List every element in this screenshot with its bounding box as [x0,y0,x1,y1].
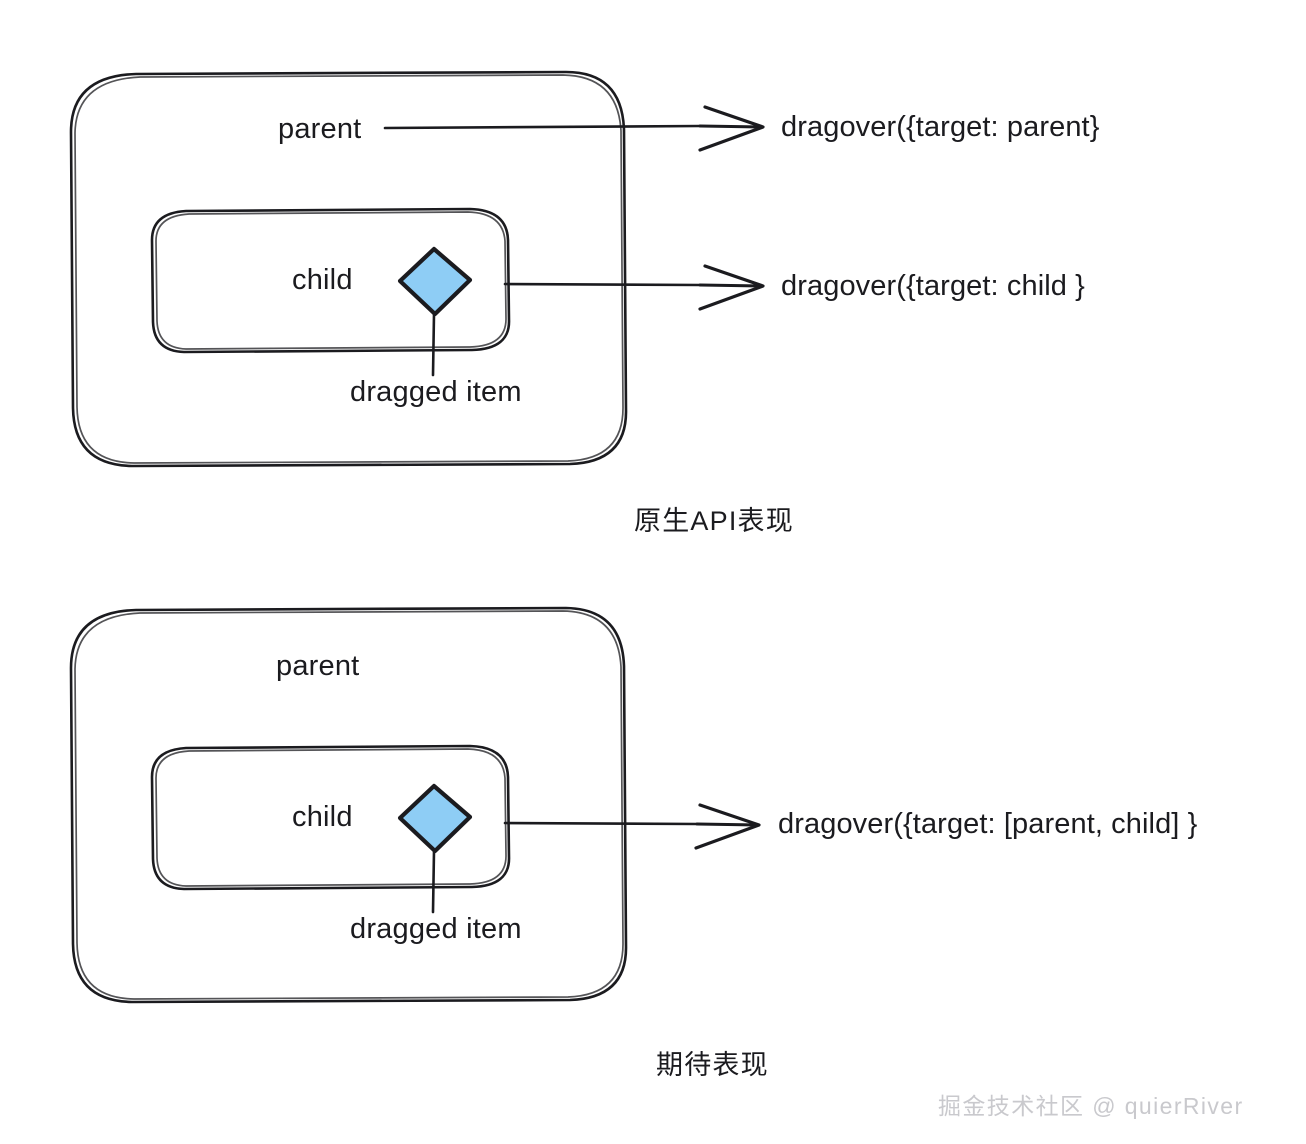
dragged-item-leader-native [431,312,436,377]
dragged-item-label-expected: dragged item [350,913,522,945]
arrow-child-native [698,264,765,311]
parent-box-expected[interactable] [69,606,628,1004]
child-leader-expected [503,821,699,826]
child-label-native: child [292,264,353,296]
dragged-item-diamond-native[interactable] [397,246,473,317]
watermark: 掘金技术社区 @ quierRiver [938,1093,1244,1119]
arrow-parent-native [698,105,765,152]
panel-expected [69,606,761,1004]
parent-label-native: parent [278,113,362,145]
dragged-item-diamond-expected[interactable] [397,783,473,854]
arrow-combined-expected [694,803,761,850]
child-label-expected: child [292,801,353,833]
child-box-expected[interactable] [150,744,511,891]
caption-expected: 期待表现 [656,1050,769,1080]
dragover-parent-event: dragover({target: parent} [781,111,1100,143]
dragover-child-event: dragover({target: child } [781,270,1085,302]
parent-label-expected: parent [276,650,360,682]
dragged-item-leader-expected [431,849,436,914]
child-leader-native [503,282,702,287]
dragged-item-label-native: dragged item [350,376,522,408]
child-box-native[interactable] [150,207,511,354]
panel-native [69,70,765,468]
caption-native: 原生API表现 [634,506,794,536]
parent-box-native[interactable] [69,70,628,468]
parent-leader-native [383,124,702,130]
dragover-combined-event: dragover({target: [parent, child] } [778,808,1198,840]
